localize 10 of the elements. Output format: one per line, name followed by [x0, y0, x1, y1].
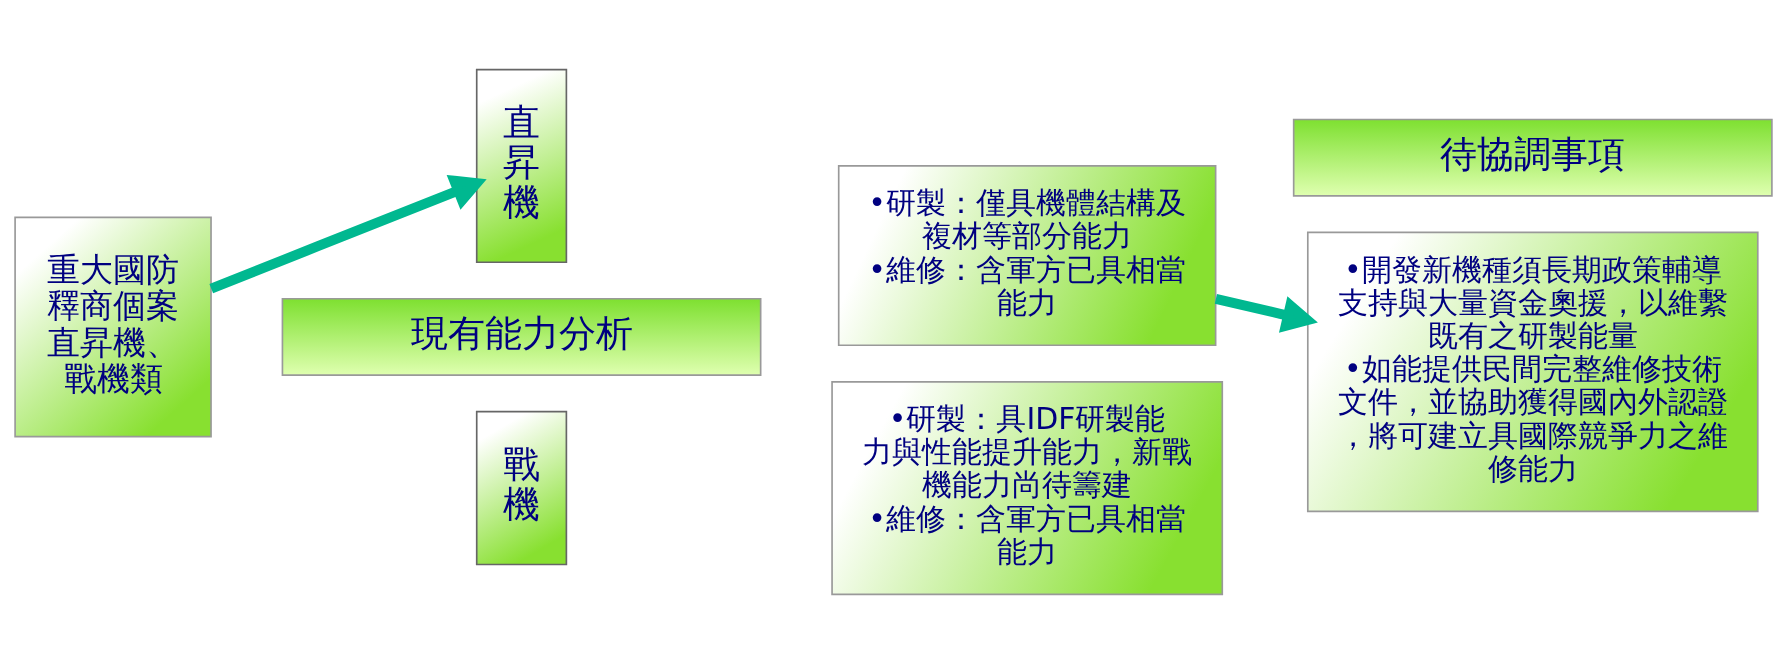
node-box: 戰機: [475, 410, 568, 566]
node-box: •研製：僅具機體結構及複材等部分能力 •維修：含軍方已具相當能力: [837, 165, 1217, 347]
node-box: 待協調事項: [1292, 118, 1773, 197]
node-box: •開發新機種須長期政策輔導支持與大量資金奧援，以維繫既有之研製能量 •如能提供民間完整維修技術文件，並協助獲得國內外認證，將可建立具國際競爭力之維修能力: [1306, 231, 1759, 513]
arrow: [209, 174, 487, 294]
arrow: [1214, 294, 1318, 333]
node-box: 直昇機: [475, 68, 568, 264]
node-box: 重大國防釋商個案 直昇機、戰機類: [14, 216, 212, 438]
node-box: 現有能力分析: [281, 297, 762, 376]
node-box: •研製：具IDF研製能力與性能提升能力，新戰機能力尚待籌建 •維修：含軍方已具相當能力: [831, 381, 1224, 596]
